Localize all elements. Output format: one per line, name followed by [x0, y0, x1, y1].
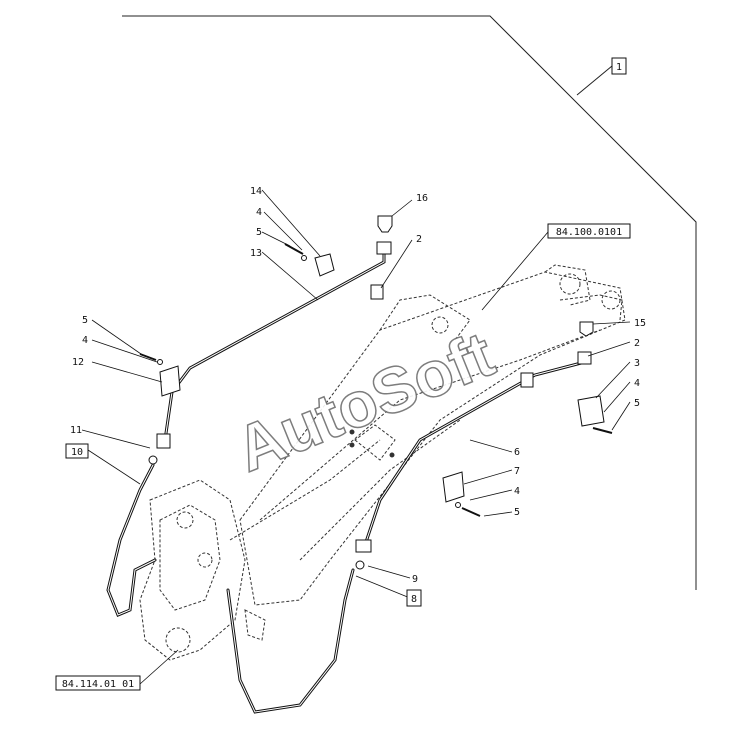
- boom-assembly: [229, 264, 626, 606]
- clamp-left: [159, 365, 181, 397]
- bolt-upper: [284, 243, 304, 255]
- callout-13: 13: [250, 248, 262, 259]
- hydraulic-lines-inner: [107, 249, 586, 713]
- boxed-reference-labels: 1 10 8 84.100.0101 84.114.01 01: [62, 62, 622, 690]
- o-ring-left: [148, 455, 158, 465]
- ref-label-1: 1: [616, 62, 622, 73]
- ref-box-1: [611, 57, 627, 75]
- ref-label-boom: 84.100.0101: [556, 227, 622, 238]
- callout-6: 6: [514, 447, 520, 458]
- callout-7: 7: [514, 466, 520, 477]
- callout-5-right: 5: [634, 398, 640, 409]
- frame-base: [139, 479, 266, 661]
- callout-3: 3: [634, 358, 640, 369]
- bolt-lower: [461, 507, 481, 517]
- plate-upper: [370, 284, 384, 300]
- boxed-references: [55, 57, 631, 691]
- clamp-right: [577, 395, 605, 427]
- tube-nut-fitting: [376, 241, 392, 255]
- bolt-left: [139, 353, 157, 361]
- callout-4-left: 4: [82, 335, 88, 346]
- leader-lines: [81, 189, 631, 685]
- callout-4-top: 4: [256, 207, 262, 218]
- ref-label-8: 8: [411, 594, 417, 605]
- tube-nut-right: [577, 351, 592, 365]
- callout-4-lower: 4: [514, 486, 520, 497]
- callout-5-left: 5: [82, 315, 88, 326]
- callout-5-lower: 5: [514, 507, 520, 518]
- callout-numbers: 14 4 5 13 16 2 5 4 12 11 15 2 3 4 5 6 7 …: [70, 186, 646, 585]
- callout-11: 11: [70, 425, 82, 436]
- callout-4-right: 4: [634, 378, 640, 389]
- hydraulic-lines: [106, 248, 587, 714]
- tube-nut-left: [156, 433, 171, 449]
- clamp-upper: [314, 253, 335, 277]
- callout-5-top: 5: [256, 227, 262, 238]
- callout-12: 12: [72, 357, 84, 368]
- callout-2-top: 2: [416, 234, 422, 245]
- plug-fitting: [377, 215, 393, 233]
- callout-16: 16: [416, 193, 428, 204]
- ref-label-frame: 84.114.01 01: [62, 679, 134, 690]
- plate-right: [520, 372, 534, 388]
- callout-14: 14: [250, 186, 262, 197]
- ref-label-10: 10: [71, 447, 83, 458]
- watermark-text: AutoSoft: [226, 318, 503, 486]
- callout-9: 9: [412, 574, 418, 585]
- ref-box-10: [65, 443, 89, 459]
- tube-nut-lower: [355, 539, 372, 553]
- ref-box-boom: [547, 223, 631, 239]
- ref-box-8: [406, 589, 422, 607]
- ref-box-frame: [55, 675, 141, 691]
- clamp-lower: [442, 471, 465, 503]
- plug-right: [579, 321, 594, 337]
- callout-2-right: 2: [634, 338, 640, 349]
- o-ring-lower: [355, 560, 365, 570]
- fittings-and-clamps: [139, 215, 613, 570]
- bolt-right: [592, 427, 613, 434]
- group-frame-lines: [122, 15, 697, 590]
- callout-15: 15: [634, 318, 646, 329]
